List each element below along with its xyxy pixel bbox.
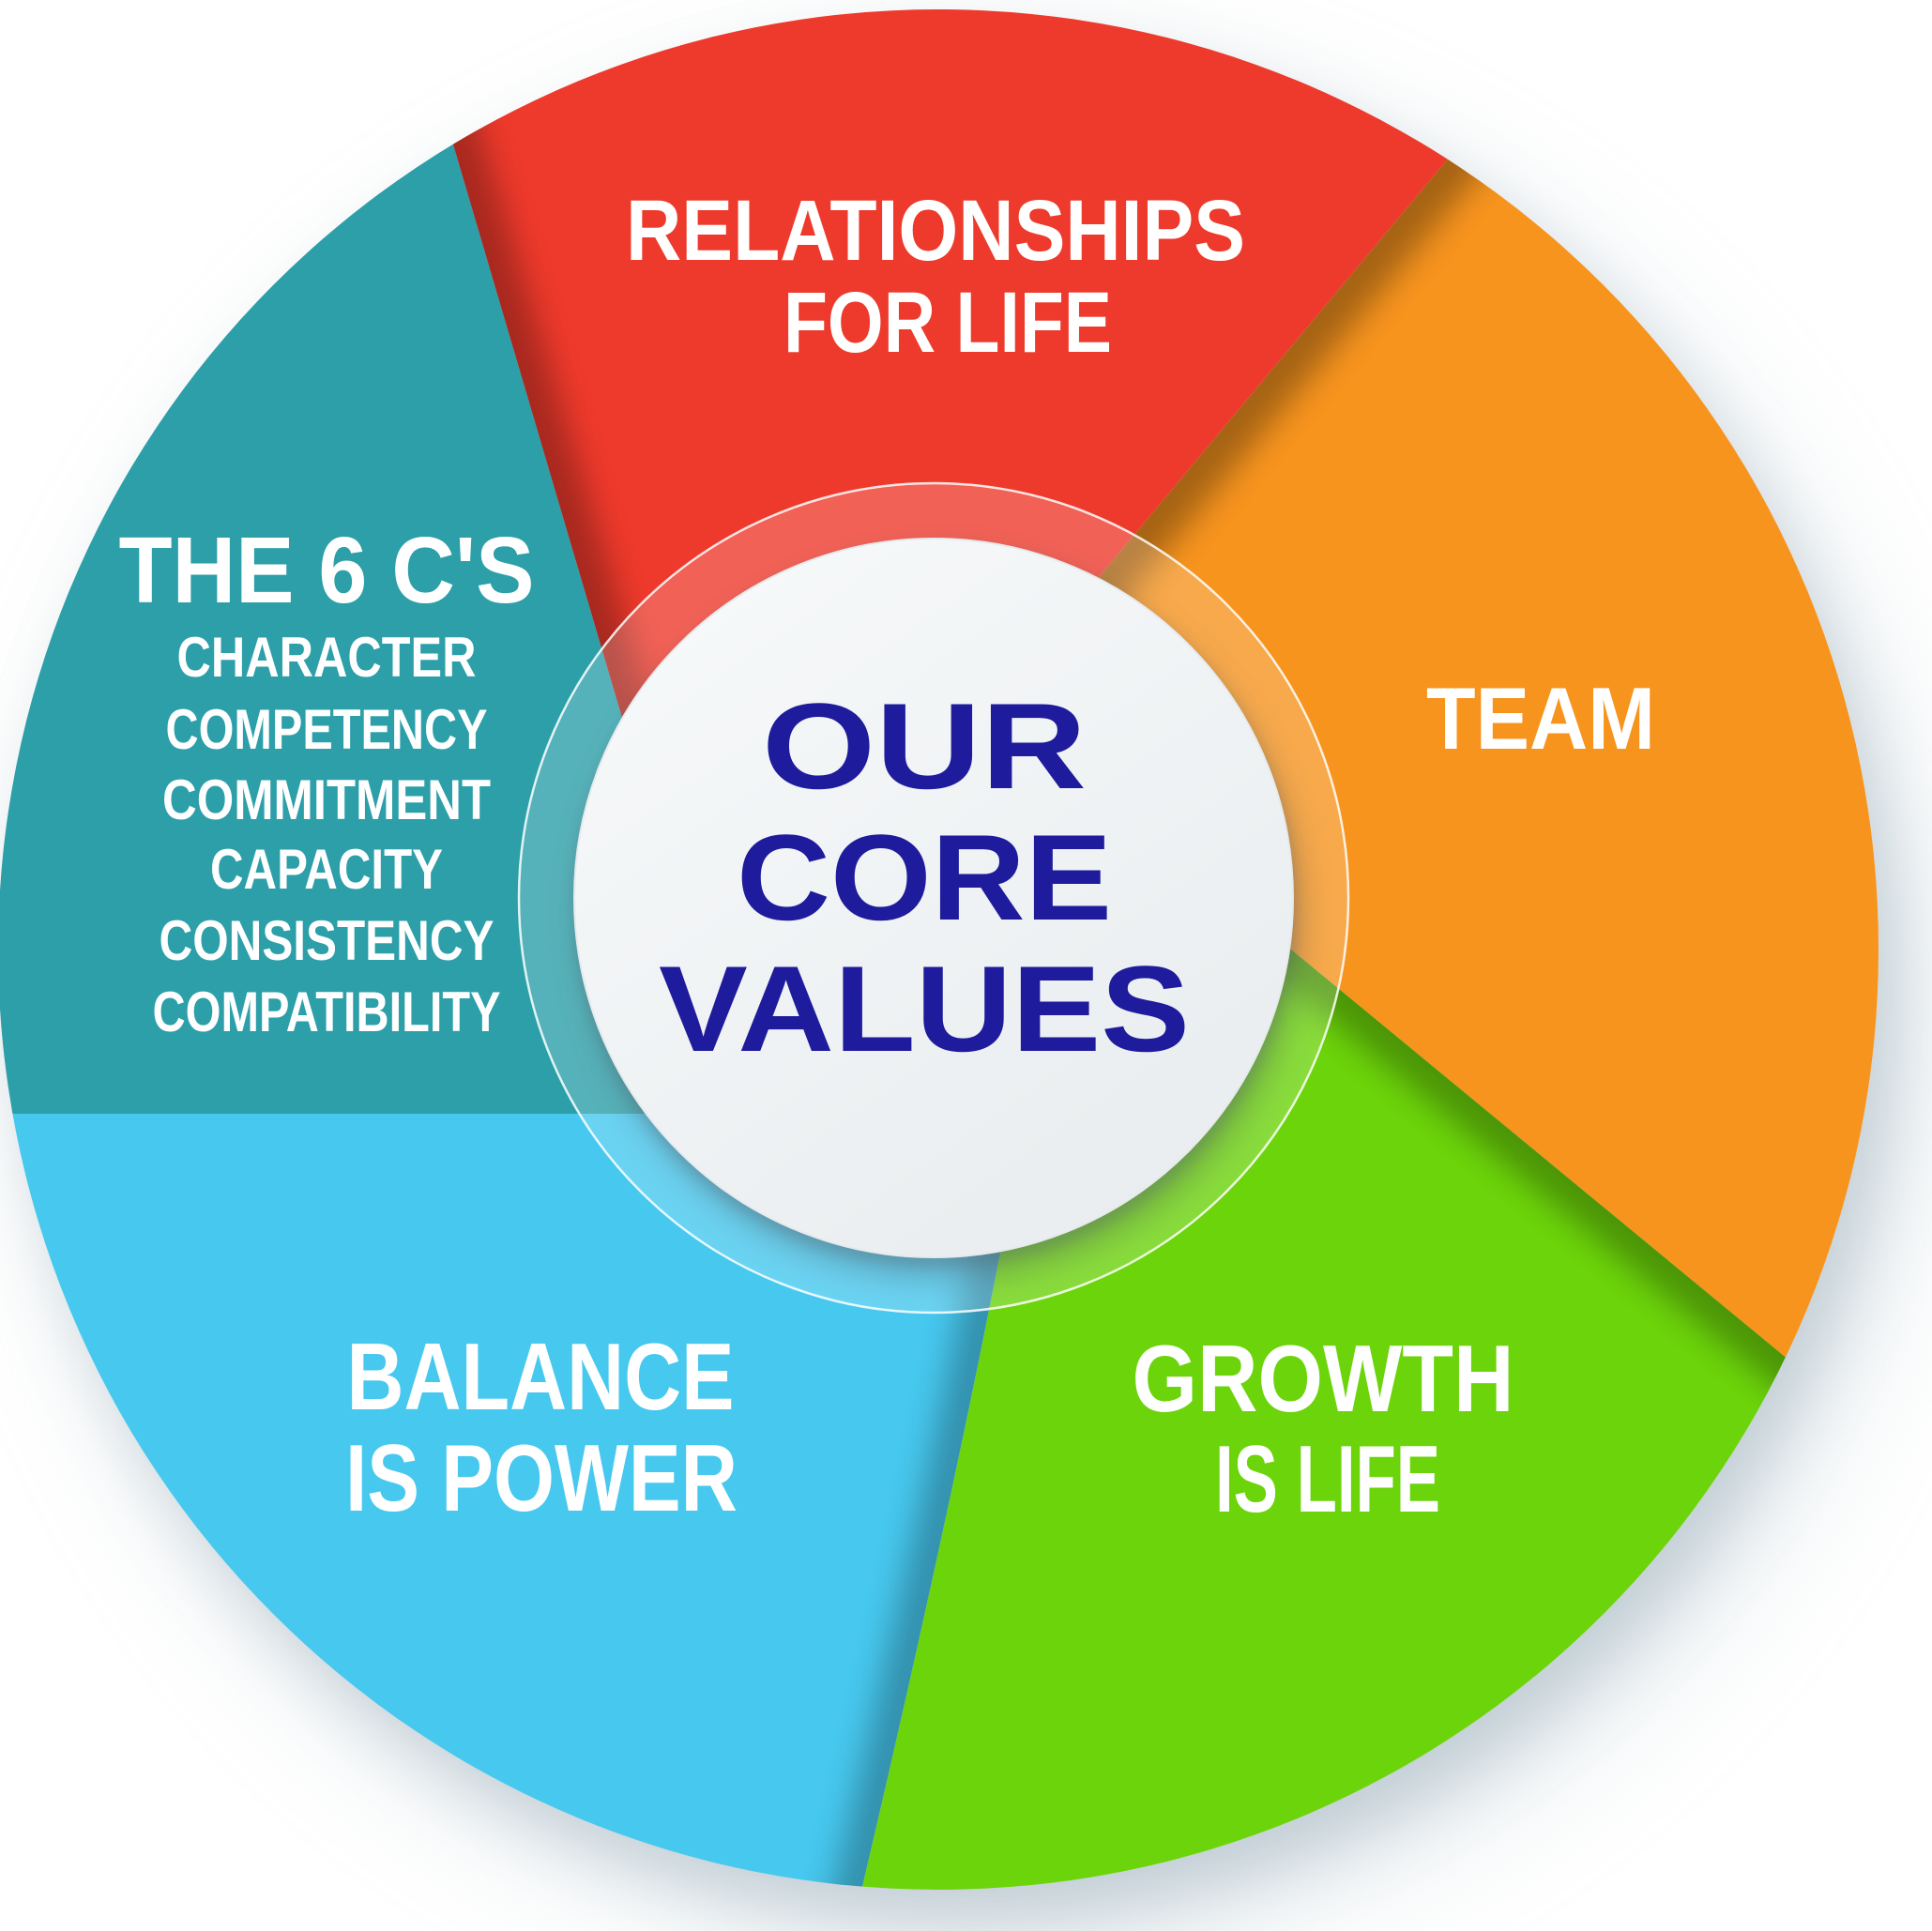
label-balance-line1: BALANCE — [347, 1325, 735, 1430]
segment-labels: RELATIONSHIPS FOR LIFE TEAM GROWTH IS LI… — [119, 183, 1656, 1532]
label-relationships-line2: FOR LIFE — [783, 275, 1112, 371]
label-six-cs-item-6: COMPATIBILITY — [153, 981, 501, 1043]
label-balance-line2: IS POWER — [345, 1426, 738, 1531]
label-six-cs-item-2: COMPETENCY — [166, 698, 488, 761]
center-circle — [573, 538, 1294, 1258]
label-six-cs-item-5: CONSISTENCY — [160, 909, 494, 972]
center-title-line3: VALUES — [659, 940, 1190, 1077]
center-title-line2: CORE — [737, 809, 1112, 946]
label-growth-line1: GROWTH — [1133, 1327, 1514, 1432]
halo-ring — [519, 483, 1348, 1313]
label-six-cs-item-1: CHARACTER — [177, 626, 477, 689]
center-title-line1: OUR — [762, 677, 1087, 814]
label-six-cs-title: THE 6 C'S — [119, 518, 535, 623]
center-title: OUR CORE VALUES — [659, 677, 1190, 1077]
label-six-cs-item-3: COMMITMENT — [162, 768, 491, 831]
label-relationships-line1: RELATIONSHIPS — [626, 183, 1245, 279]
label-team: TEAM — [1426, 669, 1655, 768]
hairline-circle — [517, 481, 1350, 1315]
label-six-cs-item-4: CAPACITY — [210, 838, 443, 901]
label-growth-line2: IS LIFE — [1215, 1427, 1440, 1532]
